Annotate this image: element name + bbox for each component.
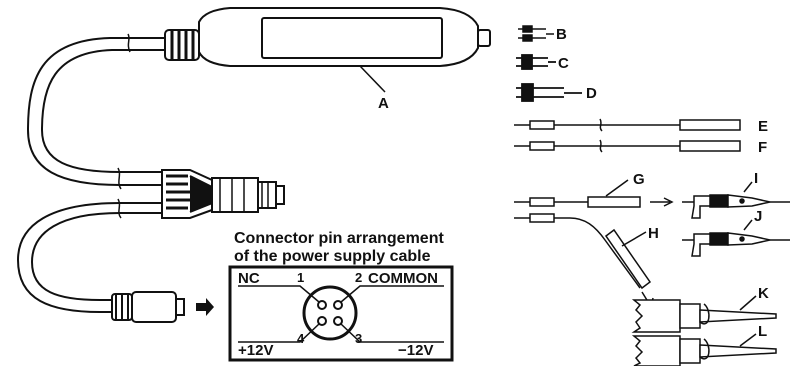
lower-cable [16, 202, 162, 313]
upper-cable-inner [40, 49, 162, 173]
pin-label-plus12v: +12V [238, 342, 273, 359]
arrow-g-to-i [650, 197, 674, 207]
pin-3-dot [333, 316, 343, 326]
arrow-to-pin-diagram [196, 298, 214, 316]
pin-4-dot [317, 316, 327, 326]
accessory-g [514, 179, 641, 208]
upper-cable [26, 37, 162, 186]
bnc-connector [161, 169, 285, 219]
accessory-j [682, 232, 790, 257]
pin-caption-line2: of the power supply cable [234, 248, 431, 265]
accessory-b [518, 25, 554, 42]
callout-d: D [586, 85, 597, 102]
power-connector [111, 291, 185, 323]
accessory-h [514, 213, 652, 290]
pin-2-number: 2 [355, 270, 362, 285]
lower-cable-inner [30, 212, 162, 301]
callout-h: H [648, 225, 659, 242]
pin-4-number: 4 [297, 331, 305, 346]
callout-g: G [633, 171, 645, 188]
probe-body-a [130, 7, 491, 67]
callout-f: F [758, 139, 767, 156]
callout-j: J [754, 208, 762, 225]
pin-1-number: 1 [297, 270, 304, 285]
accessory-k [631, 299, 777, 333]
leader-a [359, 65, 386, 93]
callout-a: A [378, 95, 389, 112]
accessory-d [516, 83, 582, 102]
callout-i: I [754, 170, 758, 187]
pin-label-nc: NC [238, 270, 260, 287]
callout-k: K [758, 285, 769, 302]
callout-l: L [758, 323, 767, 340]
pin-arrangement-box [228, 265, 454, 362]
callout-c: C [558, 55, 569, 72]
callout-b: B [556, 26, 567, 43]
probe-cable-assembly [16, 33, 162, 313]
accessory-e [514, 118, 741, 132]
pin-3-number: 3 [355, 331, 362, 346]
accessory-c [516, 54, 556, 70]
pin-caption-line1: Connector pin arrangement [234, 230, 444, 247]
pin-1-dot [317, 300, 327, 310]
pin-2-dot [333, 300, 343, 310]
accessory-i [682, 194, 790, 219]
accessory-l [631, 335, 777, 366]
accessory-f [514, 139, 741, 153]
pin-label-minus12v: −12V [398, 342, 433, 359]
pin-label-common: COMMON [368, 270, 438, 287]
callout-e: E [758, 118, 768, 135]
